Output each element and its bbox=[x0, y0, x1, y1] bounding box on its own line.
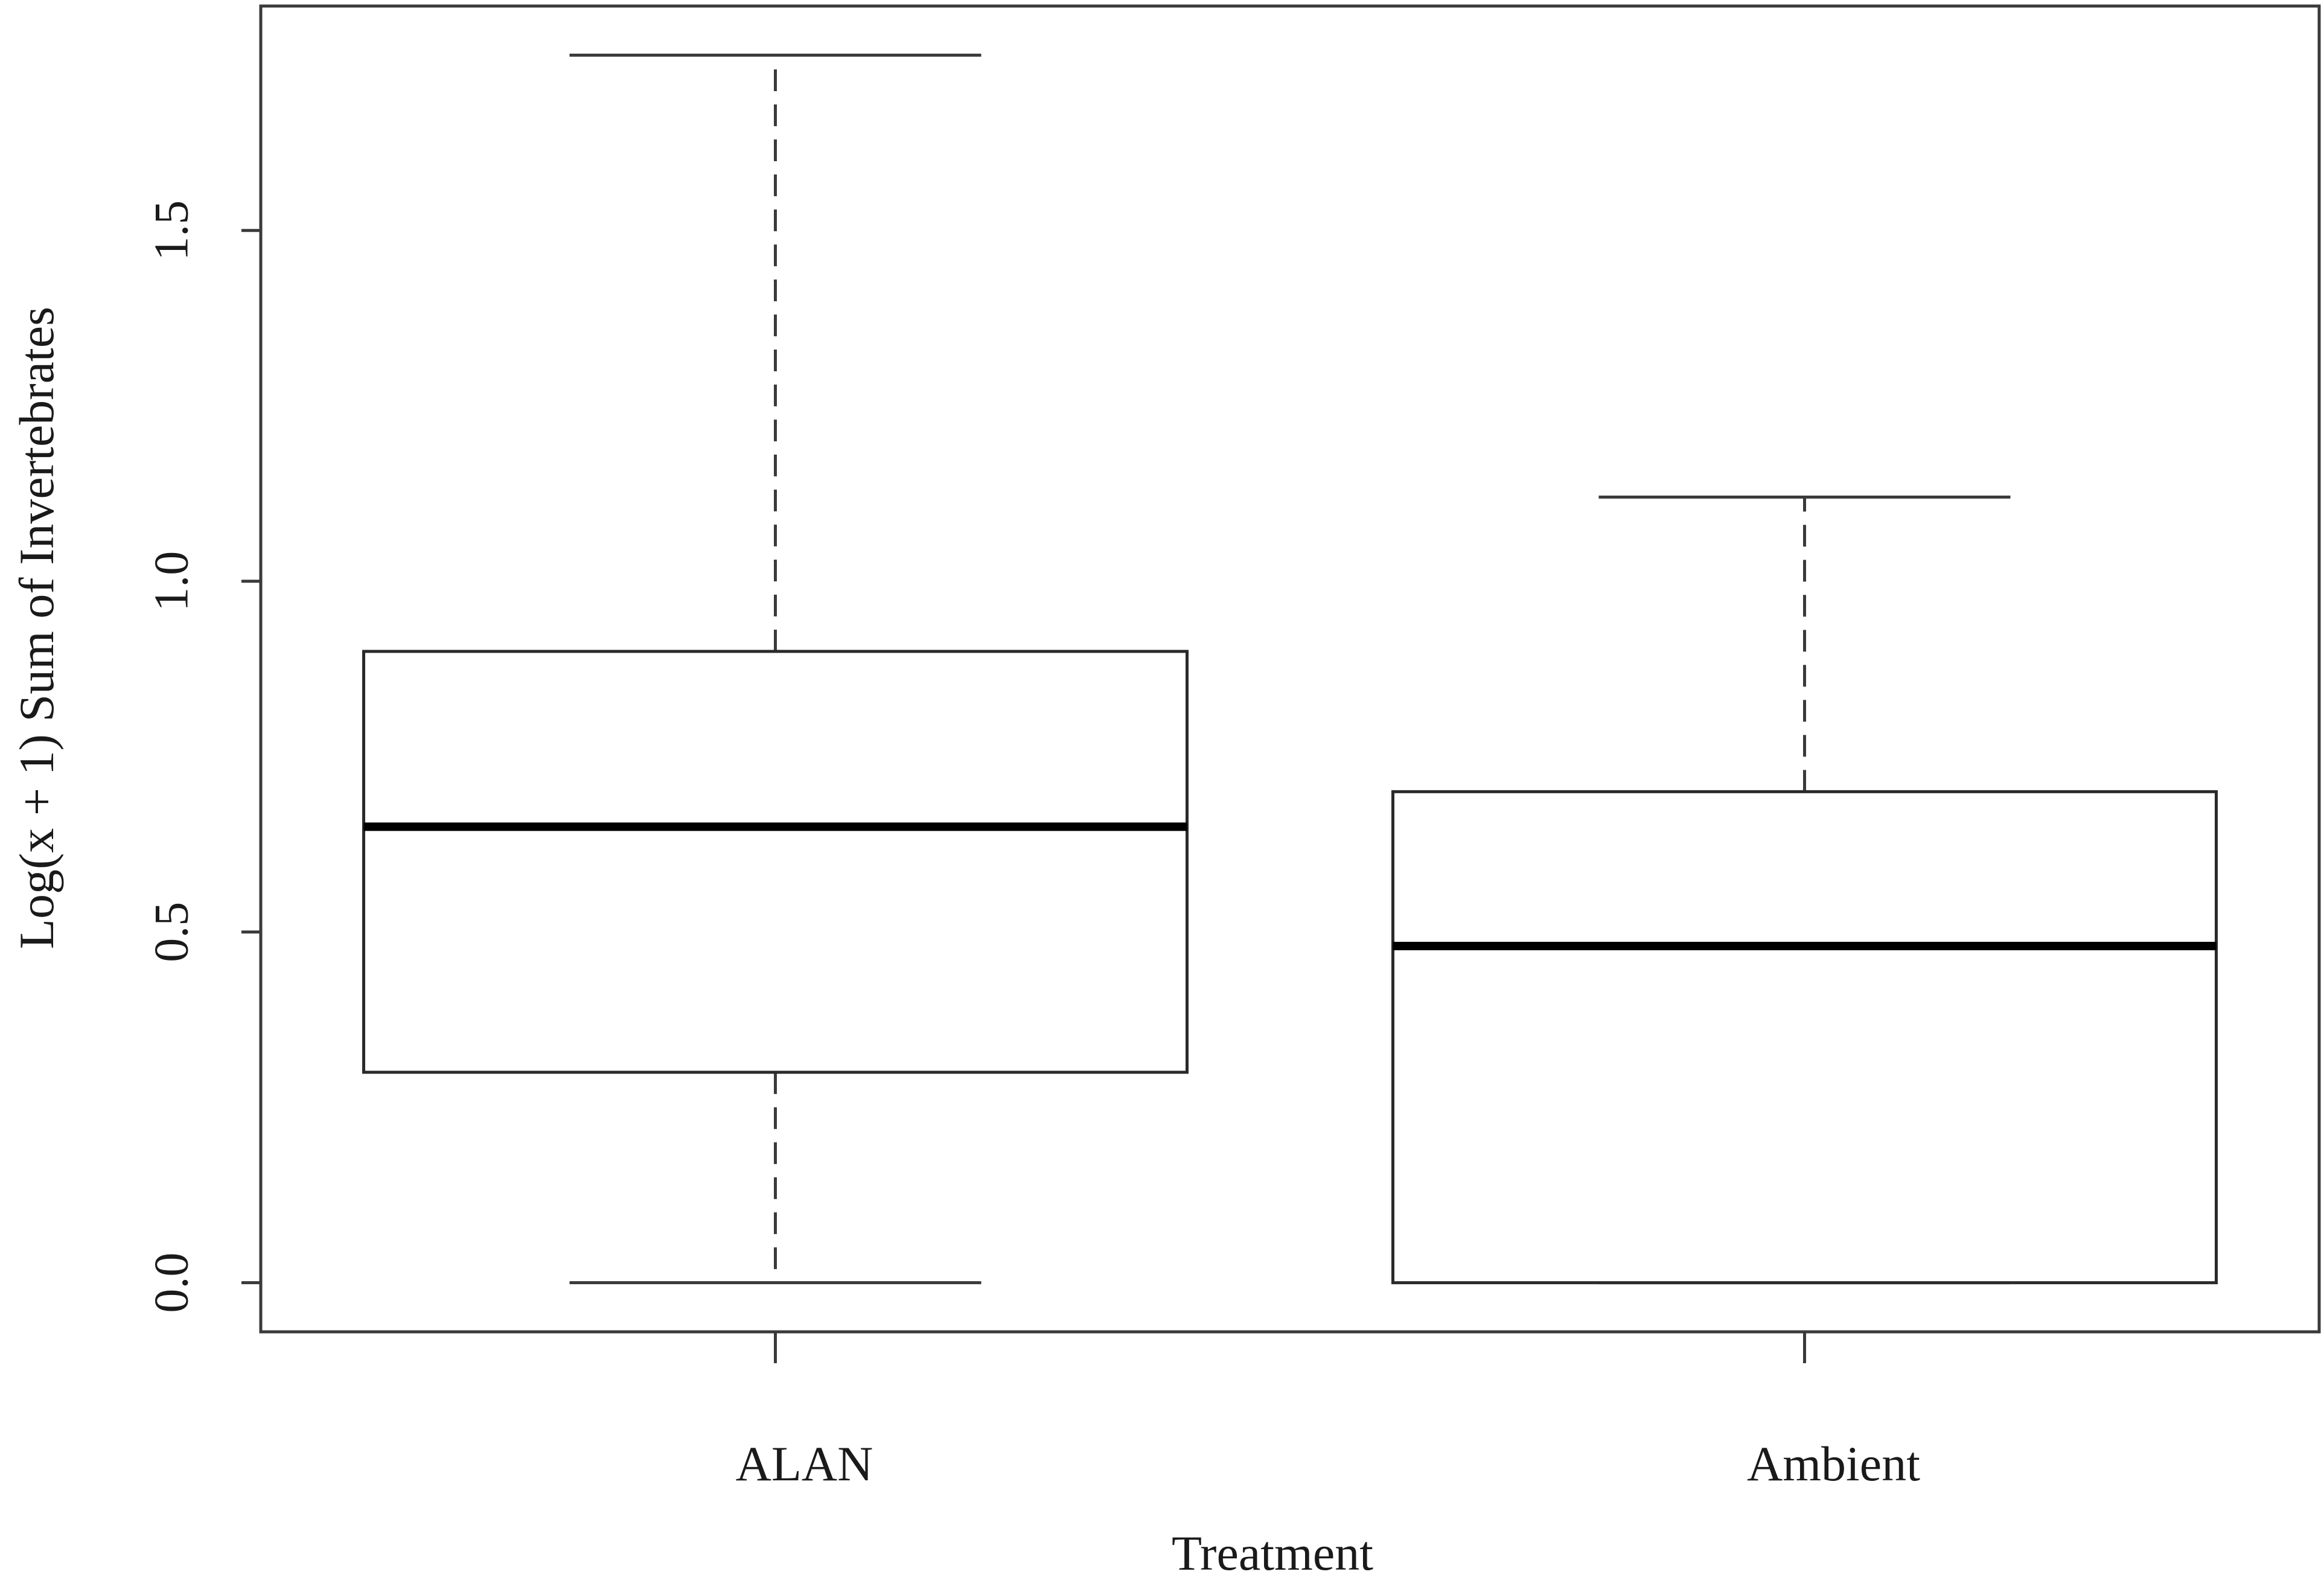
box-alan bbox=[362, 53, 1189, 1285]
boxes bbox=[362, 53, 2218, 1285]
y-tick-label: 0.5 bbox=[145, 902, 198, 962]
x-axis: ALAN Ambient bbox=[736, 1332, 1920, 1491]
y-axis: 0.0 0.5 1.0 1.5 bbox=[145, 200, 261, 1313]
iqr-box bbox=[1391, 790, 2218, 1285]
x-tick-label: Ambient bbox=[1747, 1436, 1920, 1491]
y-axis-label: Log(x + 1) Sum of Invertebrates bbox=[9, 307, 64, 949]
x-tick-label: ALAN bbox=[736, 1436, 873, 1491]
plot-frame bbox=[259, 4, 2321, 1334]
iqr-box bbox=[362, 650, 1189, 1074]
y-tick-label: 1.5 bbox=[145, 200, 198, 261]
box-ambient bbox=[1391, 495, 2218, 1285]
y-tick-label: 0.0 bbox=[145, 1253, 198, 1313]
y-tick-label: 1.0 bbox=[145, 551, 198, 612]
x-axis-label: Treatment bbox=[1172, 1526, 1373, 1581]
